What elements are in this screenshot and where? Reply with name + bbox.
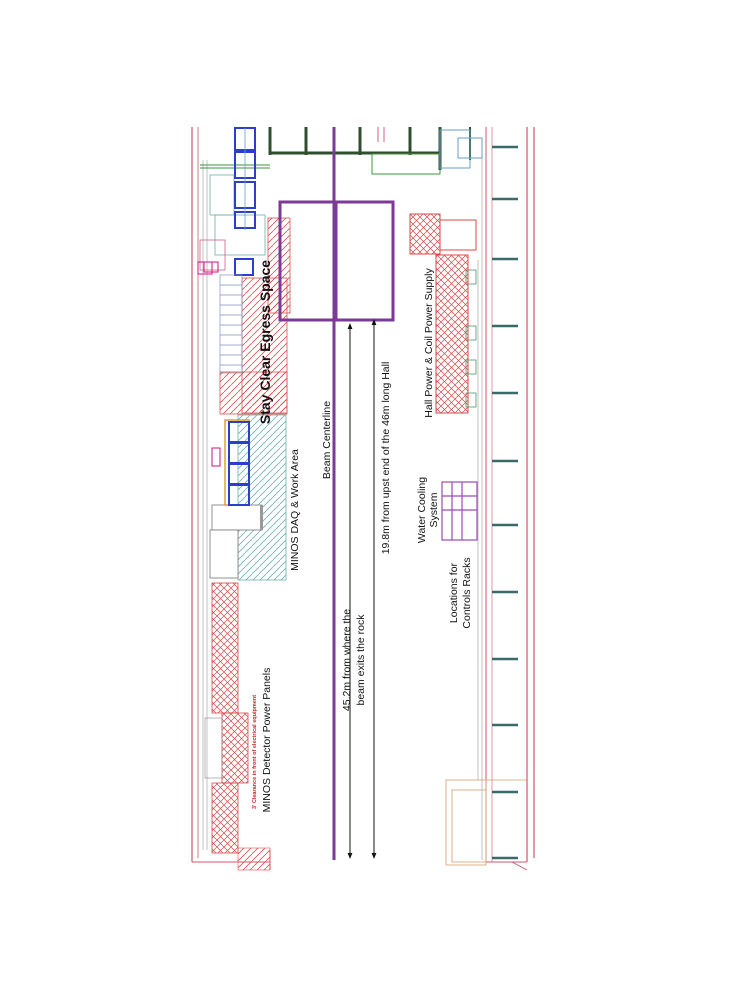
power-clearance-note: 3' Clearance in front of electrical equi… — [252, 695, 258, 809]
water-cooling-label-line1: Water Cooling — [416, 477, 428, 543]
water-cooling-label-line2: System — [428, 492, 440, 527]
dist-rock-label-line1: 45.2m from where the — [341, 609, 353, 711]
wall-posts — [492, 145, 518, 860]
upstream-blue-racks — [234, 127, 256, 276]
power-panels-label: MINOS Detector Power Panels — [261, 668, 273, 813]
hall-walls — [191, 127, 535, 871]
water-cooling-system — [441, 481, 478, 541]
controls-racks-label-line2: Controls Racks — [461, 557, 473, 628]
downstream-corner-structure — [445, 779, 527, 866]
egress-space-area — [197, 217, 291, 415]
detector-box — [278, 200, 395, 322]
dist-rock-label-line2: beam exits the rock — [355, 614, 367, 706]
inner-wall-lines — [202, 140, 483, 860]
hall-power-supply-area — [409, 213, 477, 414]
detector-power-panels — [204, 582, 271, 871]
beam-centerline-label: Beam Centerline — [321, 401, 333, 479]
dist-hall-label: 19.8m from upst end of the 46m long Hall — [380, 362, 392, 555]
daq-work-area-label: MINOS DAQ & Work Area — [289, 449, 301, 571]
daq-blue-racks — [211, 419, 250, 506]
egress-space-label: Stay Clear Egress Space — [257, 260, 273, 424]
hall-power-label: Hall Power & Coil Power Supply — [423, 268, 435, 418]
controls-racks-label-line1: Locations for — [448, 562, 460, 623]
